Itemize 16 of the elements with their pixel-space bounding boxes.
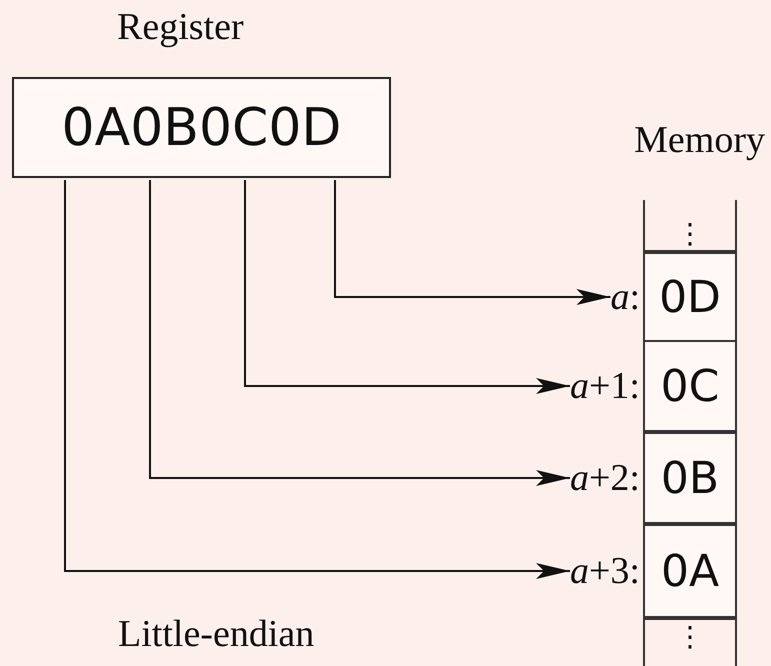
address-label: a+3: [570,549,641,594]
memory-cell: 0C [643,340,737,432]
address-label: a+1: [570,364,641,409]
arrow [334,180,610,305]
arrow [64,180,570,579]
memory-cell: 0B [643,432,737,524]
memory-cell: 0D [643,252,737,342]
arrow [149,180,570,486]
register-box: 0A0B0C0D [12,77,391,178]
memory-cell: 0A [643,524,737,618]
arrow [244,180,570,394]
heading: Register [117,5,244,49]
address-label: a+2: [570,456,641,501]
heading: Memory [634,118,765,162]
address-label: a: [610,275,641,320]
caption: Little-endian [118,612,314,656]
